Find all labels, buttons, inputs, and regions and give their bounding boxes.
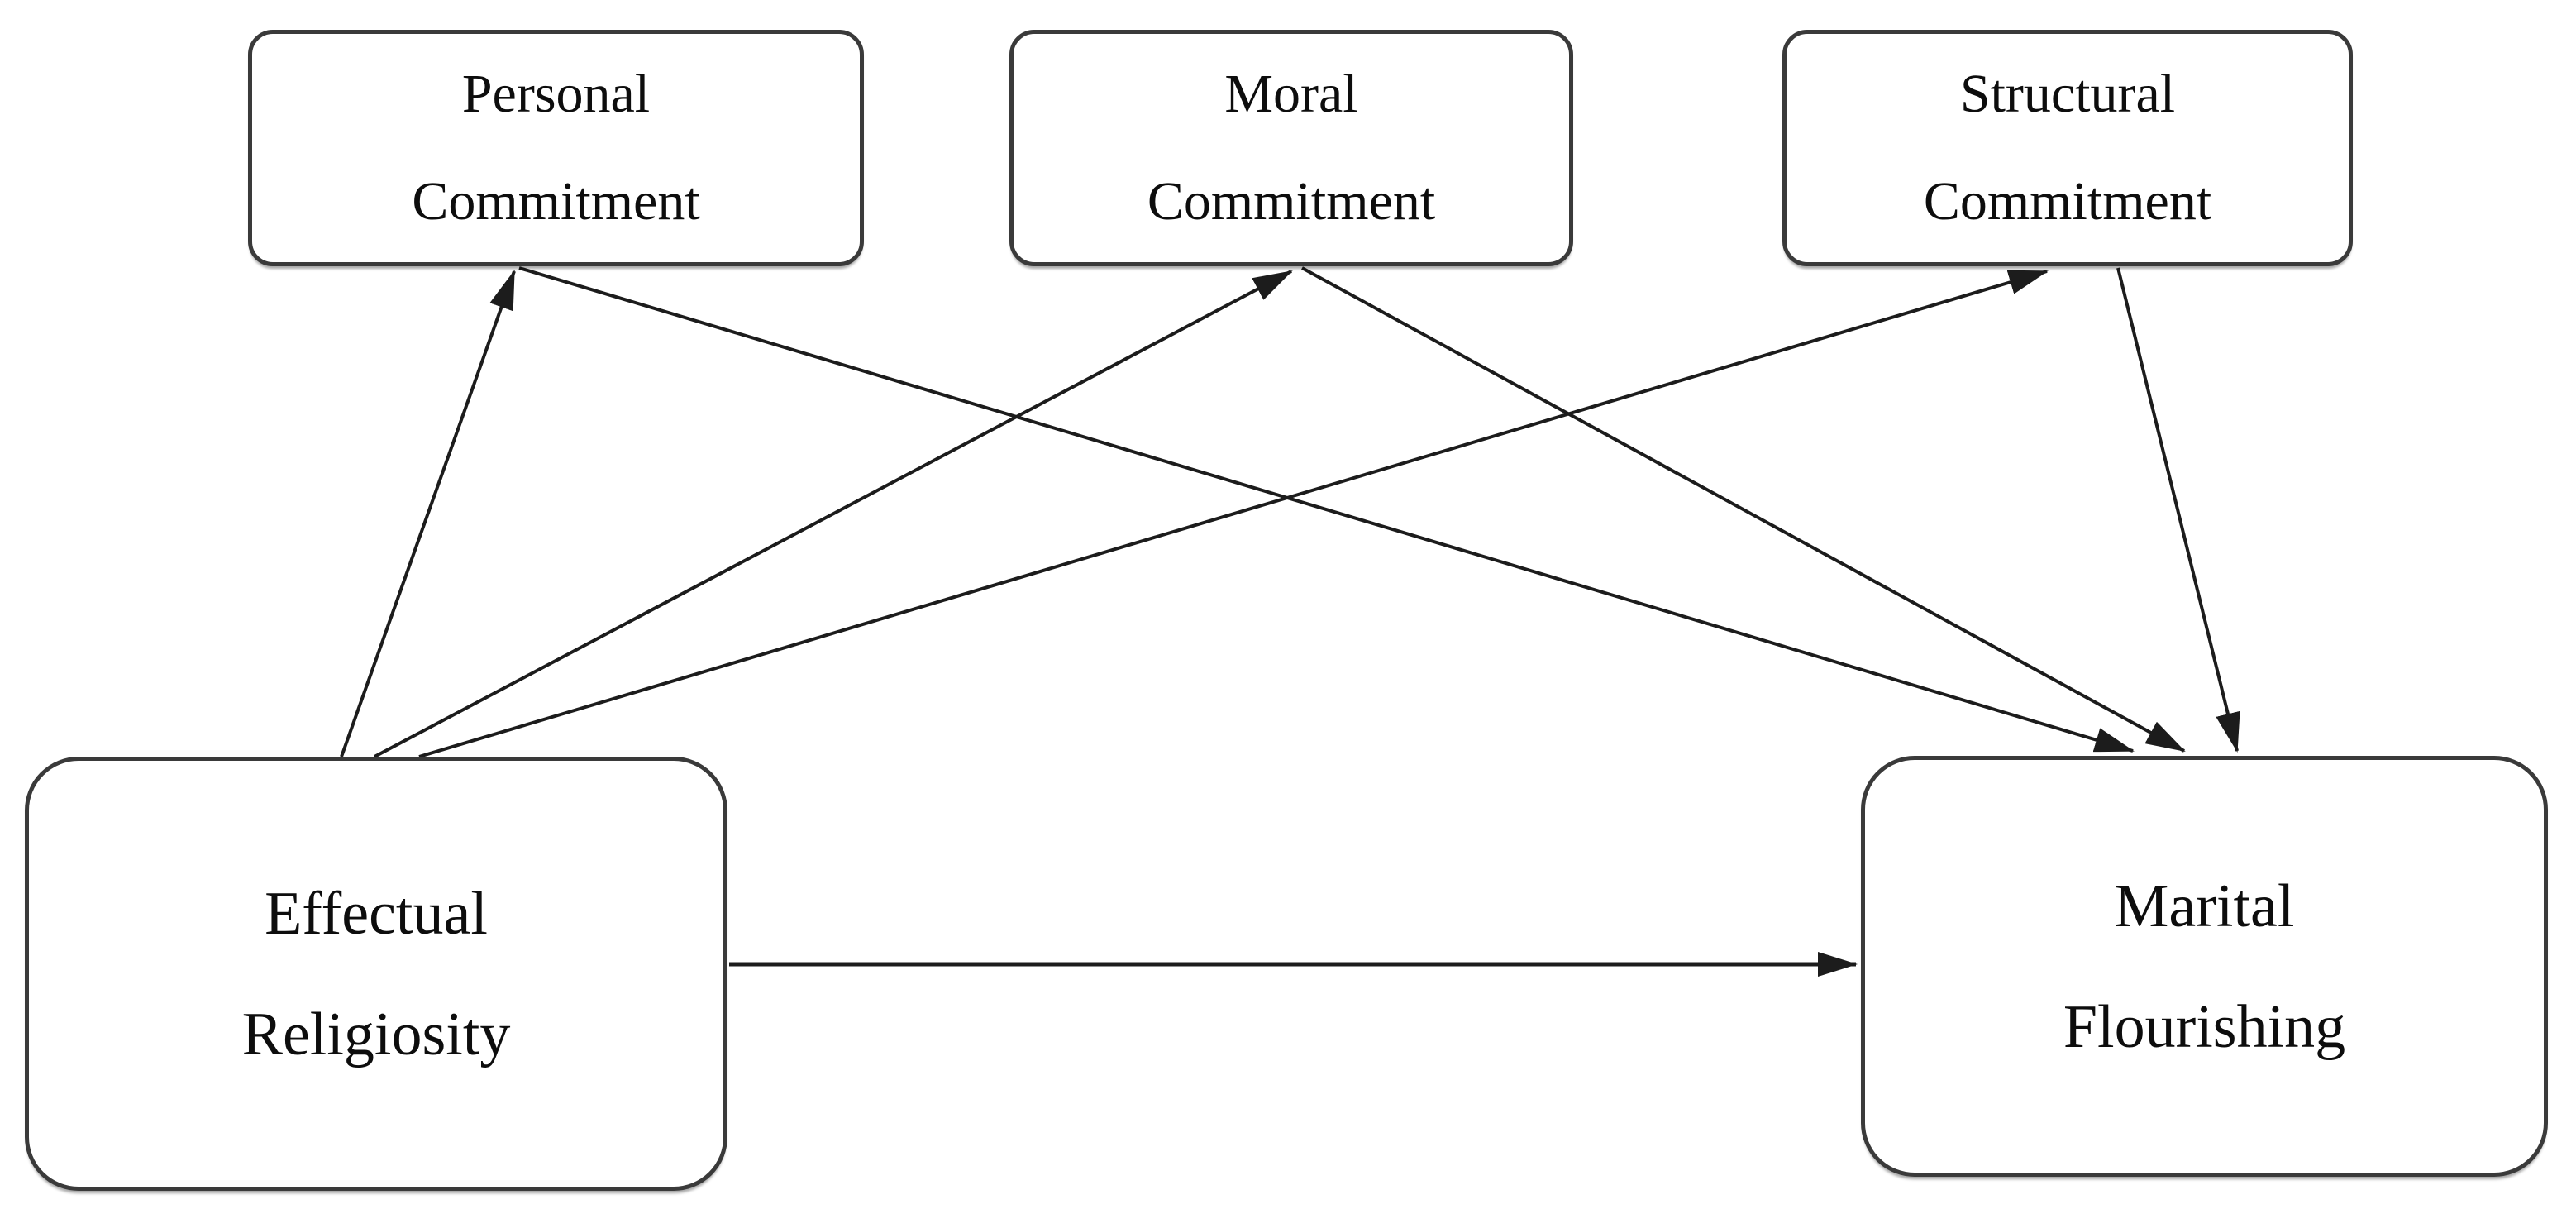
node-label-line: Commitment <box>1147 171 1436 232</box>
node-structural-commitment: Structural Commitment <box>1782 30 2353 266</box>
node-marital-flourishing: Marital Flourishing <box>1861 756 2548 1177</box>
arrow-structural-to-marital <box>2116 267 2240 753</box>
node-label-line: Commitment <box>1923 171 2212 232</box>
node-label-line: Moral <box>1224 64 1358 124</box>
arrow-personal-to-marital <box>518 266 2135 753</box>
arrow-moral-to-marital <box>1301 266 2186 753</box>
node-personal-commitment: Personal Commitment <box>248 30 864 266</box>
node-label-line: Structural <box>1959 64 2176 124</box>
node-label-line: Religiosity <box>241 1000 511 1068</box>
arrow-effectual-to-moral <box>374 270 1293 758</box>
arrow-effectual-to-personal <box>340 270 516 757</box>
node-label-line: Marital <box>2114 872 2295 940</box>
arrow-effectual-to-structural <box>418 270 2049 758</box>
node-label-line: Commitment <box>412 171 700 232</box>
node-label-line: Effectual <box>265 879 488 948</box>
node-label-line: Personal <box>461 64 651 124</box>
node-effectual-religiosity: Effectual Religiosity <box>25 757 727 1191</box>
node-label-line: Flourishing <box>2063 992 2346 1061</box>
node-moral-commitment: Moral Commitment <box>1009 30 1573 266</box>
